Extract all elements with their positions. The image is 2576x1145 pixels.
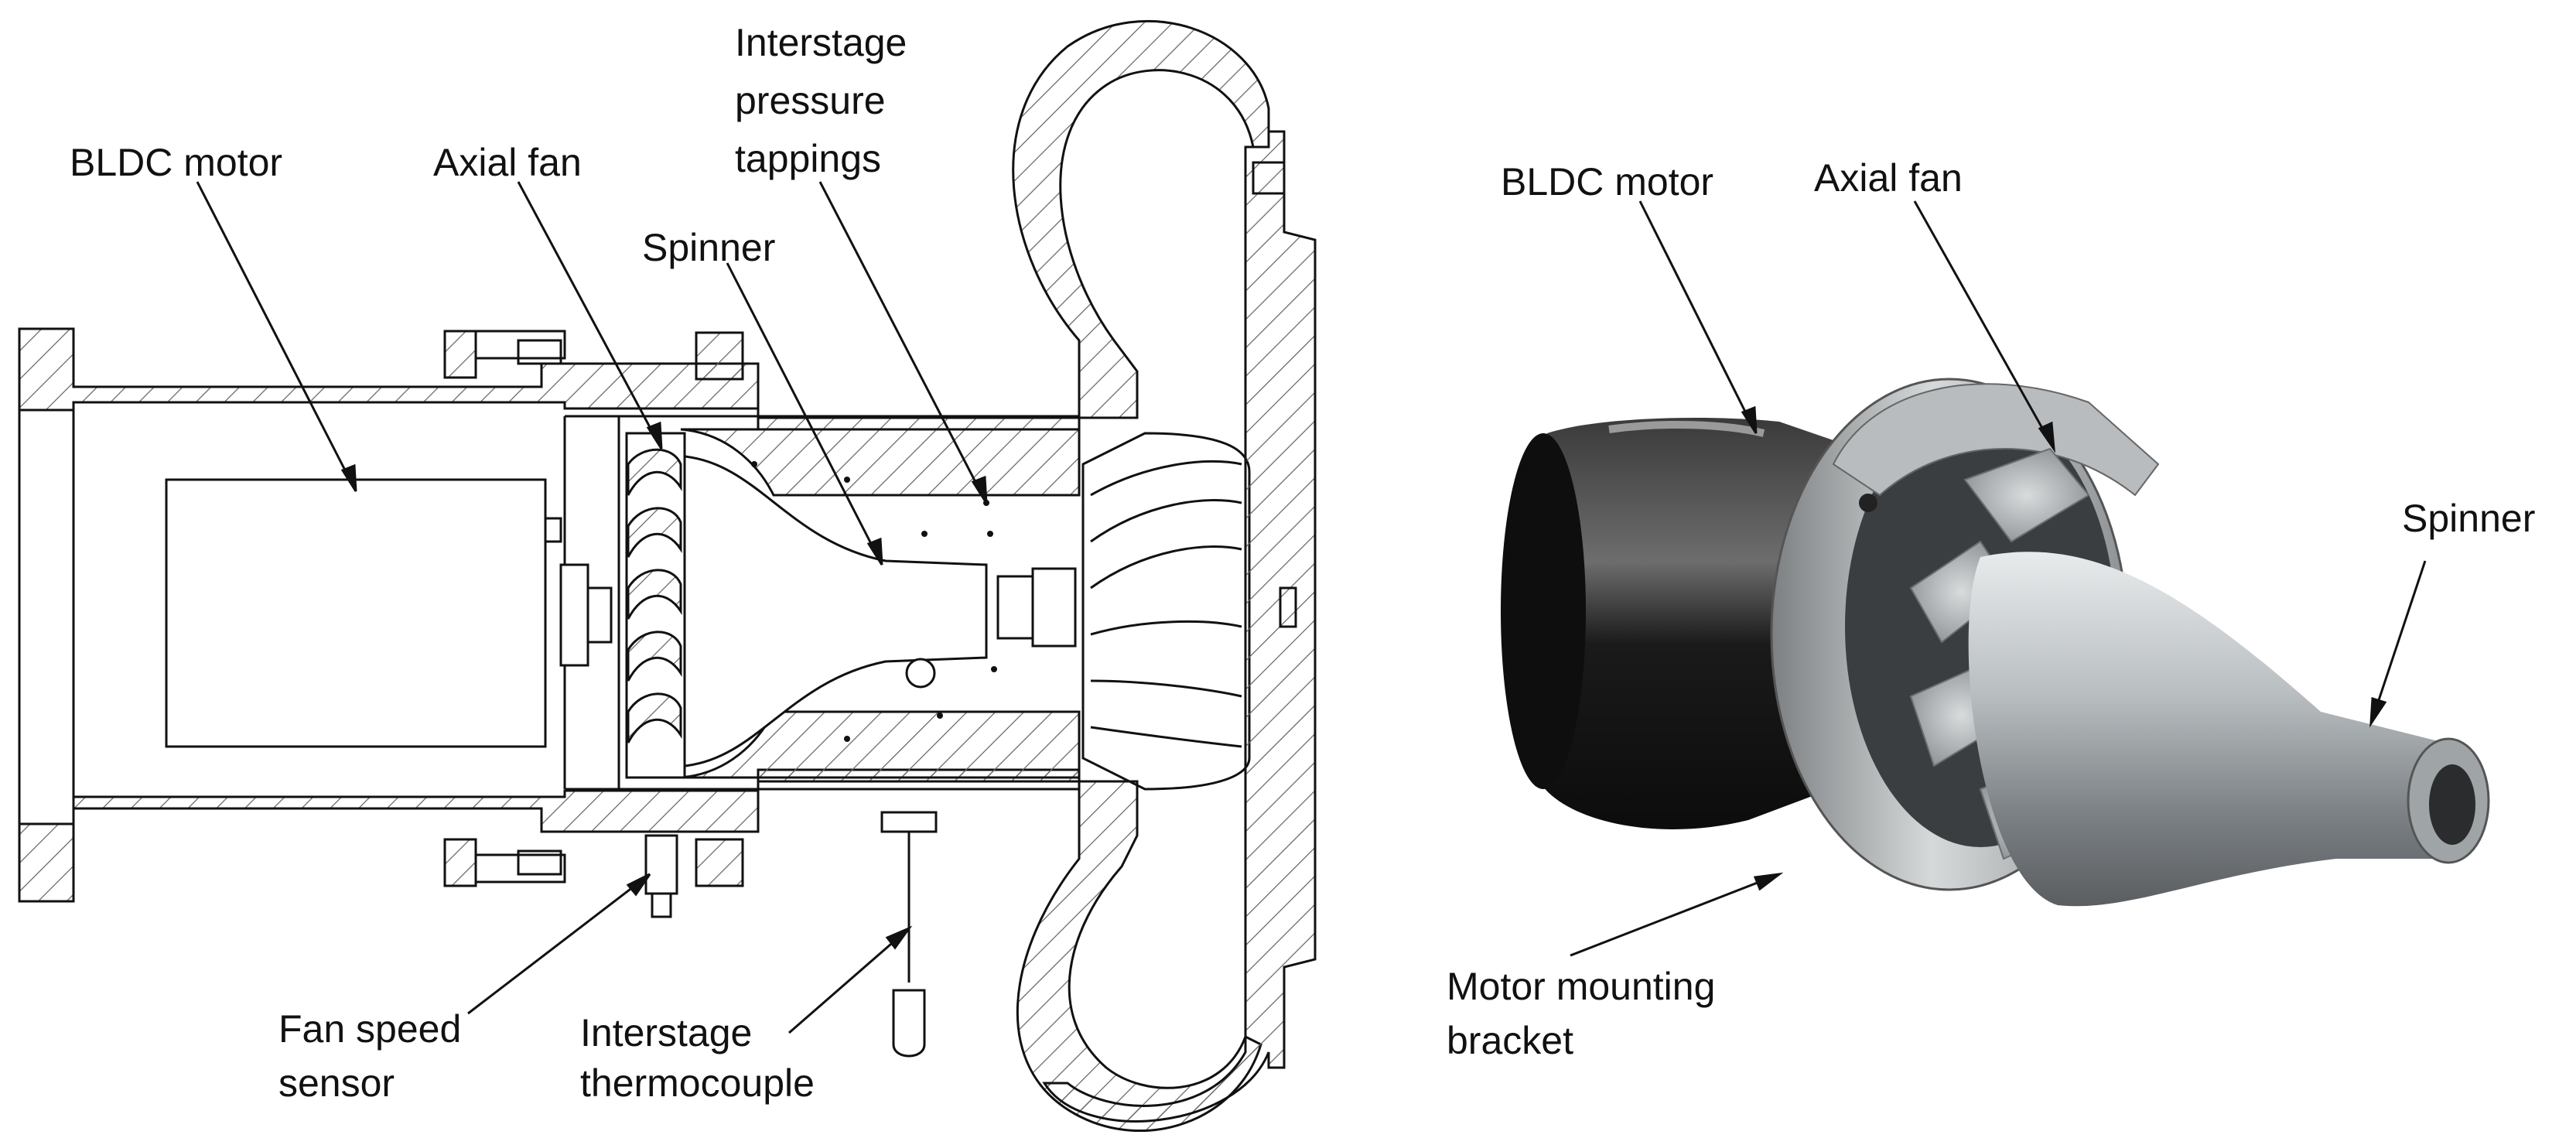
label-spinner: Spinner bbox=[642, 226, 776, 269]
leader-axial-fan bbox=[517, 181, 663, 449]
flange-lower-3 bbox=[517, 849, 562, 876]
tapping-dot bbox=[987, 531, 993, 537]
flange-lower-4 bbox=[695, 838, 744, 887]
fan-blade-1 bbox=[627, 448, 682, 496]
motor-end-cap bbox=[1501, 433, 1586, 789]
leader-photo-bldc-motor bbox=[1638, 200, 1758, 434]
turbine-blade-3 bbox=[1090, 545, 1242, 590]
label-axial-fan: Axial fan bbox=[433, 141, 582, 184]
tapping-dot bbox=[751, 461, 757, 467]
arrowhead bbox=[2369, 696, 2387, 728]
tapping-dot bbox=[844, 736, 850, 742]
motor-hub-inner bbox=[586, 586, 613, 644]
bracket-arch bbox=[1832, 383, 2160, 497]
spinner-cone bbox=[1968, 552, 2452, 907]
label-interstage-pressure-tappings-line3: tappings bbox=[735, 137, 882, 180]
fan-blade-2 bbox=[627, 507, 682, 558]
axial-fan-section bbox=[625, 432, 686, 779]
arrowhead bbox=[866, 537, 883, 566]
label-fan-speed-sensor-line2: sensor bbox=[278, 1061, 395, 1105]
tapping-dot bbox=[991, 666, 997, 672]
fan-speed-sensor-body bbox=[644, 834, 678, 895]
leader-bldc-motor bbox=[196, 181, 357, 492]
label-interstage-pressure-tappings-line2: pressure bbox=[735, 79, 886, 122]
turbine-blade-2 bbox=[1090, 499, 1242, 543]
label-photo-spinner: Spinner bbox=[2402, 497, 2536, 540]
tapping-dot bbox=[921, 531, 928, 537]
flange-lower-2 bbox=[474, 853, 566, 884]
label-fan-speed-sensor-line1: Fan speed bbox=[278, 1007, 462, 1051]
label-motor-mounting-bracket-line1: Motor mounting bbox=[1447, 965, 1716, 1008]
left-leader-lines bbox=[196, 181, 988, 1034]
leader-photo-axial-fan bbox=[1913, 200, 2055, 449]
casing-upper bbox=[18, 327, 1081, 431]
spinner-nozzle-bore bbox=[2429, 764, 2475, 845]
flange-upper-2 bbox=[474, 330, 566, 360]
motor-highlight bbox=[1608, 420, 1765, 437]
arrowhead bbox=[646, 421, 663, 449]
arrowhead bbox=[1753, 872, 1784, 891]
leader-photo-mounting-bracket bbox=[1570, 873, 1780, 957]
assembly-photo bbox=[1501, 378, 2490, 907]
arrowhead bbox=[626, 873, 651, 897]
turbine-blade-1 bbox=[1090, 460, 1242, 497]
motor-body bbox=[165, 478, 547, 748]
leader-thermocouple bbox=[788, 927, 910, 1034]
volute-outer-wall bbox=[1042, 130, 1317, 1123]
photo-fan-blade bbox=[1963, 447, 2090, 543]
label-photo-axial-fan: Axial fan bbox=[1814, 156, 1963, 200]
fan-speed-sensor-tip bbox=[651, 892, 672, 918]
thermocouple-housing bbox=[880, 811, 938, 833]
label-bldc-motor: BLDC motor bbox=[70, 141, 283, 184]
label-interstage-thermocouple-line2: thermocouple bbox=[580, 1061, 815, 1105]
leader-spinner bbox=[726, 262, 883, 566]
spinner-tapping bbox=[905, 658, 936, 689]
cross-section-drawing bbox=[18, 20, 1317, 1132]
turbine-blade-4 bbox=[1090, 620, 1242, 636]
thermocouple-probe bbox=[892, 989, 926, 1058]
flange-upper-4 bbox=[695, 331, 744, 381]
right-leader-lines bbox=[1570, 200, 2427, 957]
turbine-blade-5 bbox=[1090, 679, 1242, 698]
shaft-collar bbox=[1031, 567, 1077, 648]
flange-upper-3 bbox=[517, 339, 562, 365]
flange-upper-1 bbox=[443, 330, 477, 379]
arrowhead bbox=[1741, 405, 1758, 434]
volute-upper bbox=[1012, 20, 1270, 419]
fan-blade-4 bbox=[627, 631, 682, 682]
arrowhead bbox=[340, 463, 357, 492]
flange-lower-1 bbox=[443, 838, 477, 887]
exit-lip bbox=[1279, 586, 1297, 628]
label-motor-mounting-bracket-line2: bracket bbox=[1447, 1019, 1573, 1062]
motor-hub bbox=[559, 563, 589, 667]
spinner-profile bbox=[683, 455, 988, 767]
leader-pressure-tappings bbox=[818, 181, 988, 504]
volute-flange bbox=[1252, 161, 1286, 195]
tapping-dot bbox=[937, 713, 943, 719]
tapping-dot bbox=[844, 477, 850, 483]
fan-blade-5 bbox=[627, 692, 682, 743]
arrowhead bbox=[2038, 421, 2056, 453]
arrowhead bbox=[885, 925, 913, 950]
turbine-blade-6 bbox=[1090, 726, 1242, 748]
arrowhead bbox=[971, 475, 988, 504]
shaft-nut bbox=[996, 575, 1034, 640]
leader-photo-spinner bbox=[2369, 560, 2427, 724]
turbine-wheel bbox=[1081, 432, 1251, 791]
label-photo-bldc-motor: BLDC motor bbox=[1501, 160, 1714, 203]
leader-fan-speed-sensor bbox=[467, 873, 651, 1015]
bracket-screw-hole bbox=[1859, 494, 1877, 512]
motor-tab bbox=[544, 517, 562, 543]
label-interstage-pressure-tappings-line1: Interstage bbox=[735, 21, 907, 64]
fan-blade-3 bbox=[627, 569, 682, 620]
label-interstage-thermocouple-line1: Interstage bbox=[580, 1011, 753, 1054]
